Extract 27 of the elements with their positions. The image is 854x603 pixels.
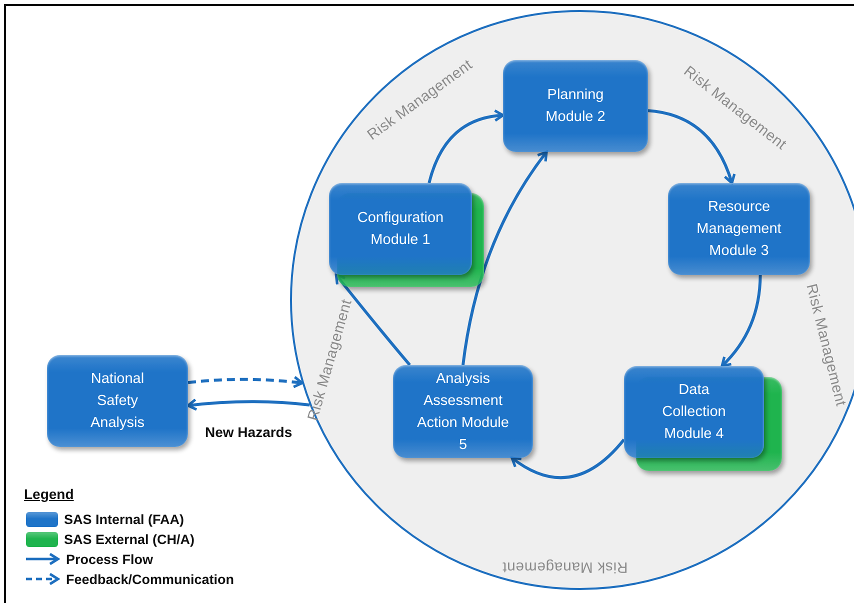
- module-label: Configuration Module 1: [356, 209, 445, 250]
- arrow: [186, 398, 310, 411]
- arrow: [334, 274, 411, 366]
- module-label: National Safety Analysis: [90, 370, 146, 433]
- module-label: Analysis Assessment Action Module 5: [416, 370, 510, 454]
- module-box: [329, 183, 472, 275]
- module-box: [393, 365, 533, 458]
- arrow: [428, 110, 504, 184]
- legend-heading: Legend: [24, 486, 74, 502]
- arrow: [720, 274, 762, 368]
- risk-management-label: Risk Management: [502, 558, 628, 576]
- module-label: Resource Management Module 3: [696, 198, 782, 261]
- arrow: [648, 109, 736, 184]
- module-label: Data Collection Module 4: [661, 381, 727, 444]
- legend-label: SAS Internal (FAA): [64, 512, 184, 526]
- module-box: [47, 355, 188, 447]
- arrow: [510, 438, 626, 480]
- module-box: [668, 183, 810, 275]
- edge-label: New Hazards: [205, 424, 292, 440]
- arrow: [462, 150, 548, 366]
- module-label: Planning Module 2: [544, 86, 606, 127]
- module-box: [503, 60, 648, 152]
- module-box: [624, 366, 764, 458]
- legend-label: SAS External (CH/A): [64, 532, 195, 546]
- legend-label: Feedback/Communication: [66, 572, 234, 586]
- legend-label: Process Flow: [66, 552, 154, 566]
- dashed-arrow: [188, 376, 304, 388]
